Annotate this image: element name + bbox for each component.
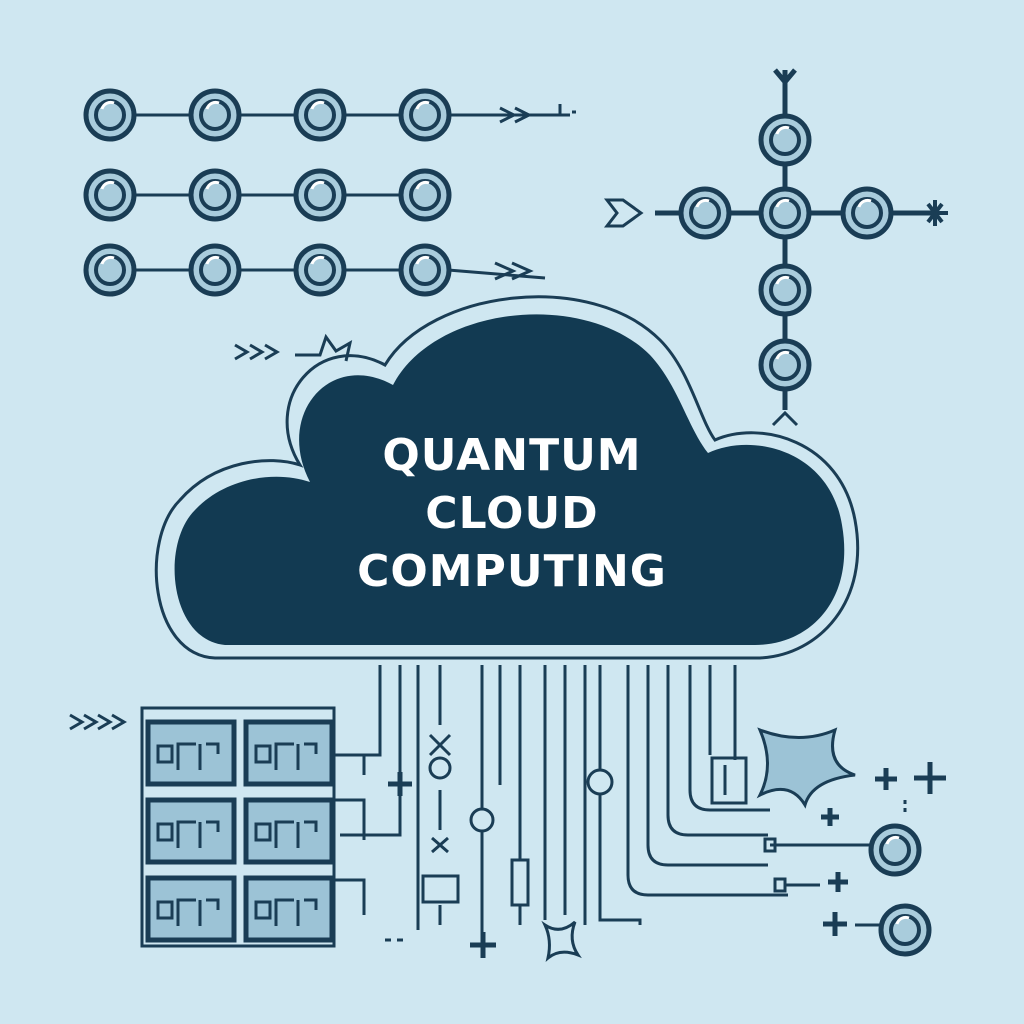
arrow-icon: [773, 68, 797, 90]
processor-chip-icon: [246, 878, 332, 940]
qubit-node-icon: [681, 189, 729, 237]
qubit-node-icon: [296, 246, 344, 294]
cloud-connection-lines: [340, 665, 880, 945]
qubit-node-icon: [86, 246, 134, 294]
processor-chip-icon: [246, 722, 332, 784]
qubit-node-icon: [401, 91, 449, 139]
processor-array: [140, 706, 366, 948]
processor-chip-icon: [148, 800, 234, 862]
sparkle-icon: [541, 920, 582, 962]
qubit-cross-lattice: [603, 68, 948, 427]
qubit-node-icon: [401, 171, 449, 219]
processor-chip-icon: [148, 722, 234, 784]
arrow-icon: [69, 713, 127, 731]
qubit-node-icon: [761, 341, 809, 389]
arrow-icon: [234, 333, 353, 362]
arrow-icon: [494, 104, 576, 281]
title-line-3: COMPUTING: [357, 546, 667, 597]
processor-chip-icon: [246, 800, 332, 862]
qubit-node-icon: [191, 246, 239, 294]
plus-icon: [922, 200, 948, 226]
qubit-node-icon: [191, 171, 239, 219]
qubit-node-icon: [871, 826, 919, 874]
qubit-node-icon: [761, 266, 809, 314]
title-line-2: CLOUD: [425, 488, 598, 539]
cloud-shape: [154, 295, 860, 660]
sparkle-icon: [756, 727, 856, 809]
qubit-node-icon: [191, 91, 239, 139]
title-line-1: QUANTUM: [382, 430, 641, 481]
circuit-elements: [385, 733, 787, 942]
arrow-icon: [771, 410, 799, 427]
qubit-node-icon: [296, 171, 344, 219]
qubit-node-icon: [761, 116, 809, 164]
qubit-node-icon: [86, 171, 134, 219]
qubit-node-icon: [86, 91, 134, 139]
qubit-node-icon: [296, 91, 344, 139]
qubit-node-icon: [401, 246, 449, 294]
qubit-node-icon: [843, 189, 891, 237]
processor-chip-icon: [148, 878, 234, 940]
qubit-grid: [135, 113, 570, 280]
qubit-node-icon: [761, 189, 809, 237]
arrow-icon: [603, 198, 644, 228]
qubit-node-icon: [881, 906, 929, 954]
plus-icon: [388, 762, 946, 958]
